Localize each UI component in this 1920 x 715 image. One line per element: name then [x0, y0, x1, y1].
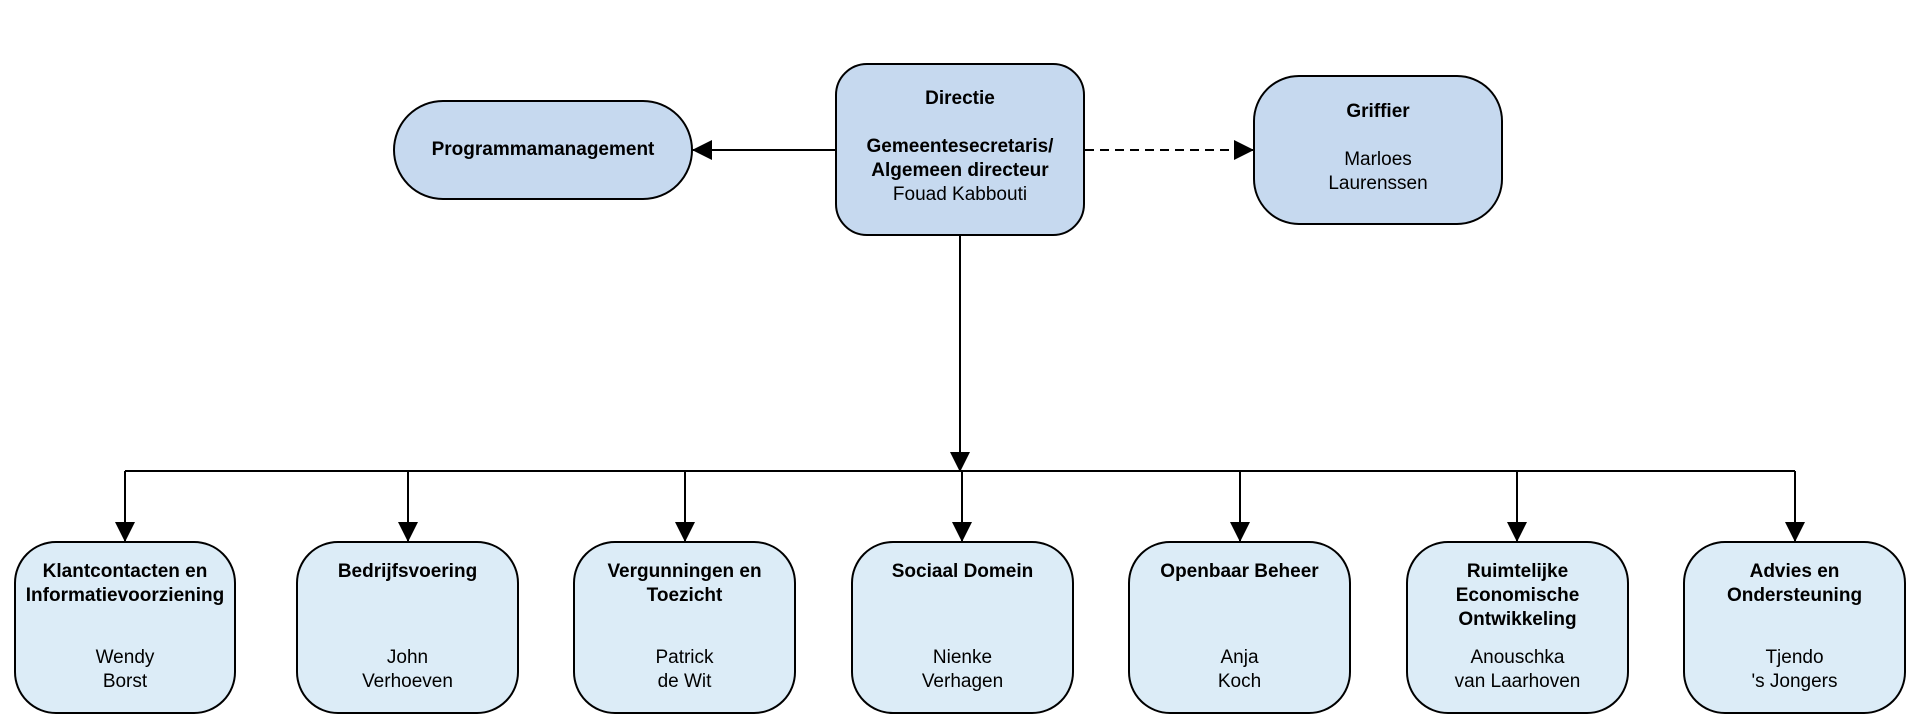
- programmamanagement-box[interactable]: Programmamanagement: [393, 100, 693, 200]
- department-head-name: John Verhoeven: [362, 647, 453, 692]
- department-box-advies-ondersteuning[interactable]: Advies en Ondersteuning Tjendo 's Jonger…: [1683, 541, 1906, 714]
- department-head-name: Anja Koch: [1217, 647, 1262, 692]
- griffier-title: Griffier: [1346, 101, 1410, 122]
- department-title: Klantcontacten en Informatievoorziening: [25, 561, 225, 606]
- department-head-name: Patrick de Wit: [655, 647, 714, 692]
- department-title: Vergunningen en Toezicht: [607, 561, 762, 606]
- department-box-klantcontacten[interactable]: Klantcontacten en Informatievoorziening …: [14, 541, 236, 714]
- programmamanagement-title: Programmamanagement: [431, 139, 655, 160]
- department-title: Sociaal Domein: [891, 561, 1034, 582]
- department-title: Ruimtelijke Economische Ontwikkeling: [1455, 561, 1580, 630]
- department-head-name: Tjendo 's Jongers: [1751, 647, 1838, 692]
- directie-name: Fouad Kabbouti: [892, 184, 1028, 205]
- department-title: Bedrijfsvoering: [337, 561, 478, 582]
- department-box-bedrijfsvoering[interactable]: Bedrijfsvoering John Verhoeven: [296, 541, 519, 714]
- department-title: Advies en Ondersteuning: [1726, 561, 1863, 606]
- department-head-name: Anouschka van Laarhoven: [1454, 647, 1581, 692]
- department-box-sociaal-domein[interactable]: Sociaal Domein Nienke Verhagen: [851, 541, 1074, 714]
- griffier-name: Marloes Laurenssen: [1328, 149, 1428, 194]
- department-box-vergunningen[interactable]: Vergunningen en Toezicht Patrick de Wit: [573, 541, 796, 714]
- department-head-name: Nienke Verhagen: [921, 647, 1004, 692]
- department-title: Openbaar Beheer: [1160, 561, 1319, 582]
- directie-title: Directie: [925, 88, 995, 109]
- griffier-box[interactable]: Griffier Marloes Laurenssen: [1253, 75, 1503, 225]
- department-box-ruimtelijke-ontwikkeling[interactable]: Ruimtelijke Economische Ontwikkeling Ano…: [1406, 541, 1629, 714]
- directie-subtitle: Gemeentesecretaris/ Algemeen directeur: [866, 136, 1054, 181]
- directie-box[interactable]: Directie Gemeentesecretaris/ Algemeen di…: [835, 63, 1085, 236]
- department-head-name: Wendy Borst: [95, 647, 155, 692]
- department-box-openbaar-beheer[interactable]: Openbaar Beheer Anja Koch: [1128, 541, 1351, 714]
